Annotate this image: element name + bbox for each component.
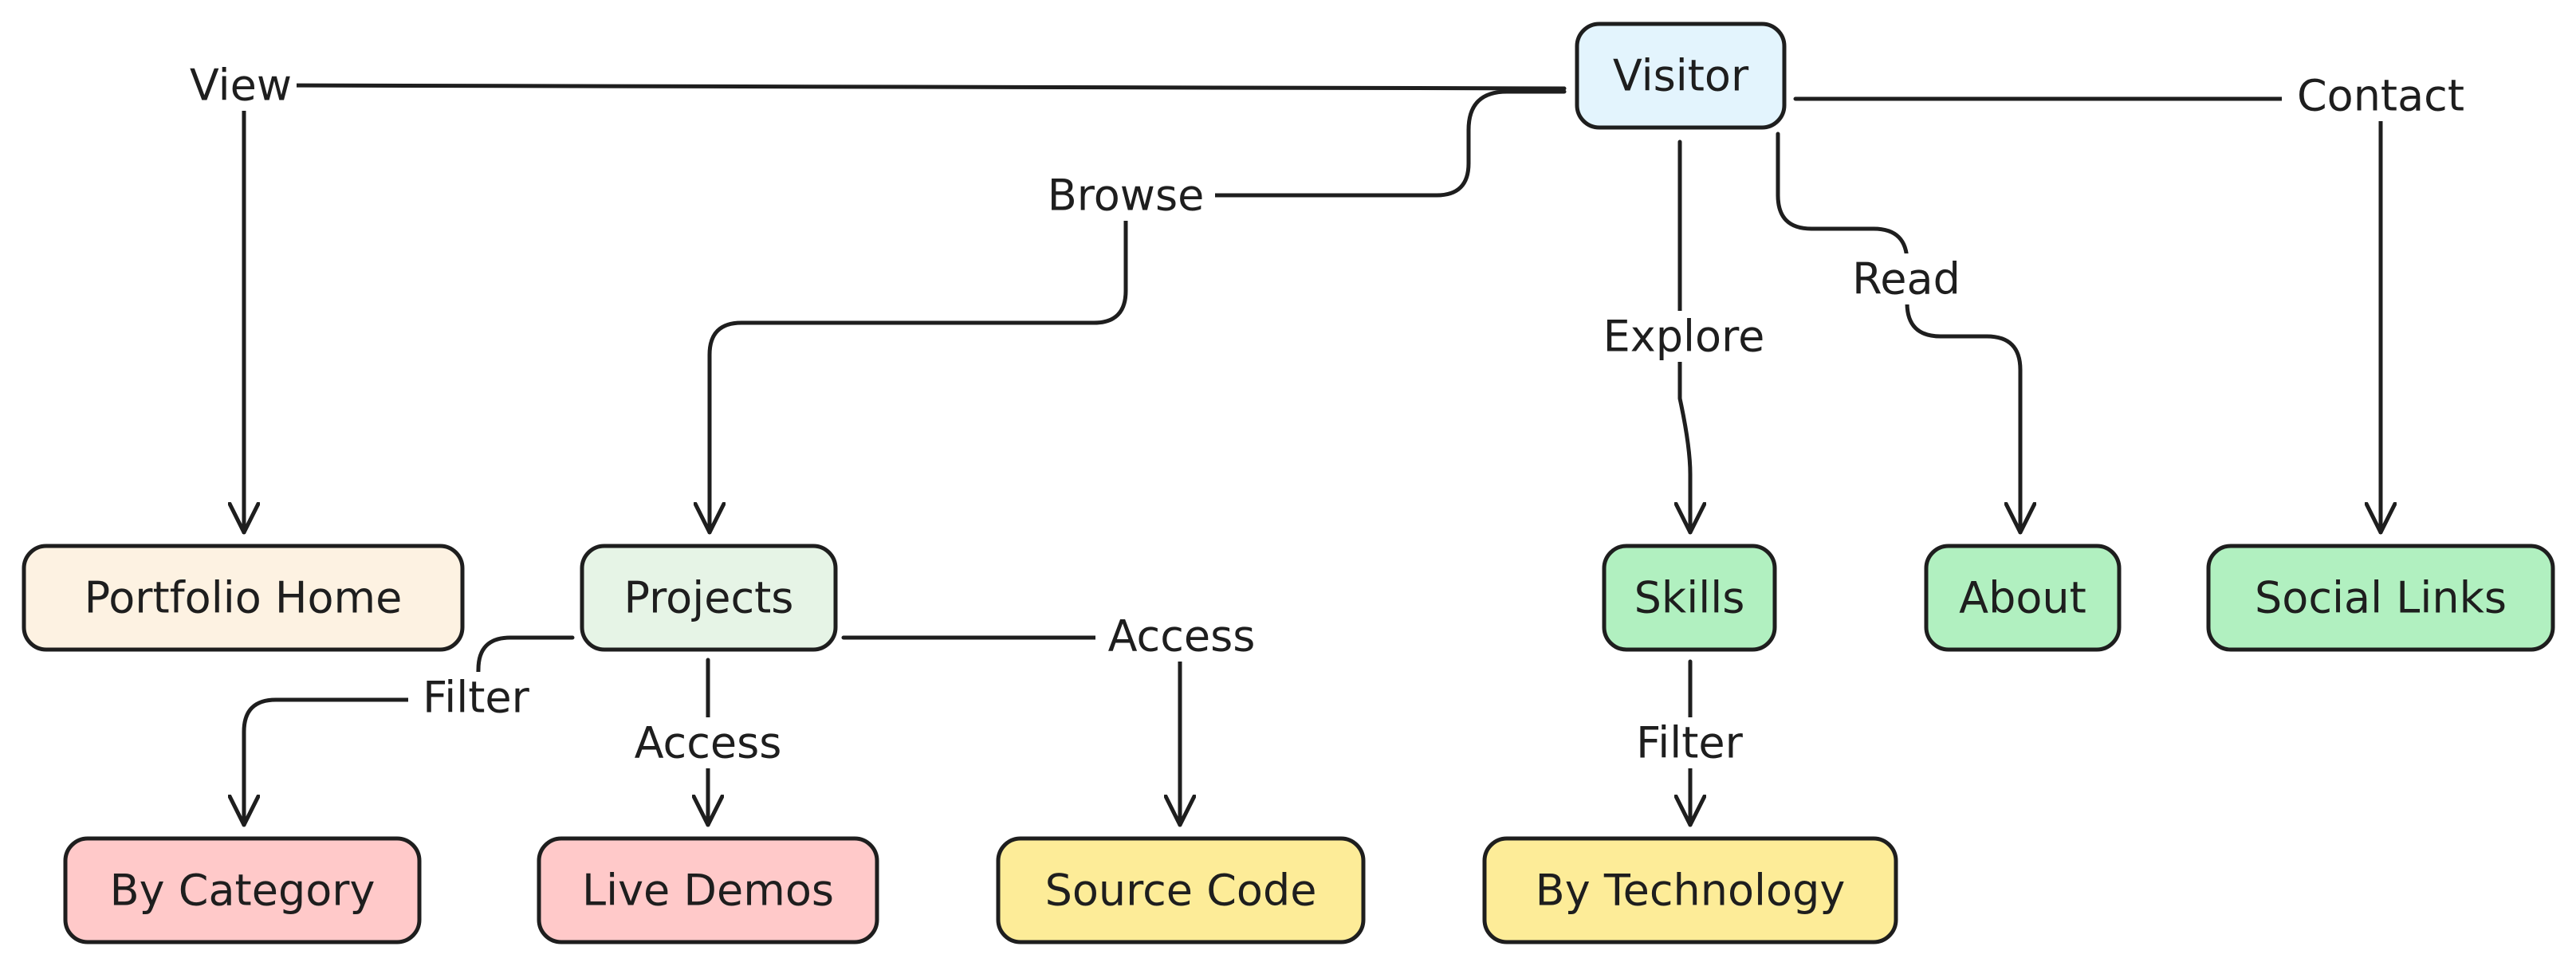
node-portfolio-home-label: Portfolio Home bbox=[85, 573, 403, 623]
edge-read-line bbox=[1776, 132, 2020, 535]
edge-visitor-projects bbox=[710, 89, 1567, 535]
edge-view-line bbox=[244, 83, 1567, 535]
node-skills-label: Skills bbox=[1634, 573, 1745, 623]
edge-projects-by-category bbox=[244, 635, 575, 827]
edge-label-filter-projects-text: Filter bbox=[423, 673, 530, 723]
node-live-demos[interactable]: Live Demos bbox=[537, 836, 879, 944]
edge-filter-category-line bbox=[244, 635, 575, 827]
edge-label-explore: Explore bbox=[1591, 311, 1776, 362]
edge-label-browse: Browse bbox=[1036, 170, 1215, 221]
edge-label-access-demos-text: Access bbox=[635, 718, 782, 768]
node-source-code-label: Source Code bbox=[1045, 866, 1317, 916]
node-portfolio-home[interactable]: Portfolio Home bbox=[22, 544, 465, 652]
edge-visitor-social-links bbox=[1793, 96, 2381, 535]
node-by-technology-label: By Technology bbox=[1536, 866, 1846, 916]
node-skills[interactable]: Skills bbox=[1602, 544, 1777, 652]
edge-access-code-line bbox=[841, 635, 1180, 827]
edge-explore-line bbox=[1680, 139, 1690, 535]
edge-label-access-code: Access bbox=[1095, 611, 1268, 662]
node-projects-label: Projects bbox=[624, 573, 794, 623]
edge-label-contact: Contact bbox=[2282, 70, 2480, 121]
edge-visitor-skills bbox=[1680, 139, 1690, 535]
edge-label-view: View bbox=[185, 60, 297, 111]
edge-label-access-demos: Access bbox=[622, 717, 794, 768]
node-by-category[interactable]: By Category bbox=[63, 836, 422, 944]
edge-contact-line bbox=[1793, 96, 2381, 535]
node-about[interactable]: About bbox=[1924, 544, 2122, 652]
node-visitor[interactable]: Visitor bbox=[1575, 22, 1787, 130]
node-about-label: About bbox=[1959, 573, 2086, 623]
edge-projects-source-code bbox=[841, 635, 1180, 827]
node-by-category-label: By Category bbox=[110, 866, 376, 916]
edge-label-browse-text: Browse bbox=[1048, 171, 1205, 221]
node-social-links-label: Social Links bbox=[2255, 573, 2507, 623]
edge-browse-line bbox=[710, 89, 1567, 535]
edge-label-filter-skills-text: Filter bbox=[1636, 718, 1744, 768]
edge-label-read-text: Read bbox=[1852, 254, 1961, 304]
edge-label-read: Read bbox=[1846, 253, 1966, 304]
node-social-links[interactable]: Social Links bbox=[2206, 544, 2555, 652]
edge-label-view-text: View bbox=[190, 61, 292, 111]
edge-label-contact-text: Contact bbox=[2297, 71, 2464, 121]
node-source-code[interactable]: Source Code bbox=[996, 836, 1366, 944]
edge-label-access-code-text: Access bbox=[1108, 611, 1256, 662]
node-live-demos-label: Live Demos bbox=[582, 866, 834, 916]
node-by-technology[interactable]: By Technology bbox=[1482, 836, 1898, 944]
edge-visitor-about bbox=[1776, 132, 2020, 535]
edge-label-filter-skills: Filter bbox=[1622, 717, 1757, 768]
edge-visitor-portfolio-home bbox=[244, 83, 1567, 535]
edge-label-explore-text: Explore bbox=[1603, 312, 1765, 362]
edge-label-filter-projects: Filter bbox=[408, 672, 544, 723]
node-projects[interactable]: Projects bbox=[580, 544, 838, 652]
node-visitor-label: Visitor bbox=[1613, 51, 1749, 101]
